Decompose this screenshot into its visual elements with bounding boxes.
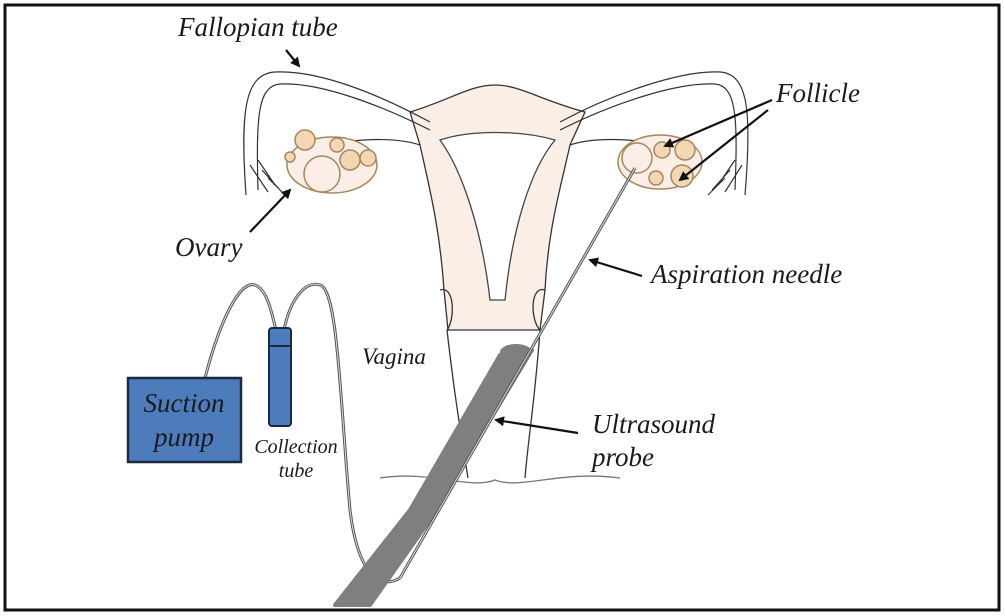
fallopian-tube-arrow [285, 49, 301, 68]
aspiration-needle [398, 167, 637, 579]
ultrasound-probe-label-1: Ultrasound [592, 409, 716, 439]
ovary-arrow [249, 188, 292, 233]
ovary-label: Ovary [175, 232, 242, 262]
follicle-arrow-2 [678, 109, 769, 182]
collection-tube-label-1: Collection [254, 436, 337, 458]
left-ovary [284, 129, 378, 194]
ultrasound-probe-arrow [494, 416, 579, 435]
fallopian-tube-label: Fallopian tube [177, 12, 338, 42]
collection-tube-label-2: tube [279, 460, 314, 482]
follicle-arrow-1 [663, 98, 773, 148]
vagina-label: Vagina [362, 344, 426, 369]
collection-tube [268, 327, 292, 427]
suction-pump-label-2: pump [152, 422, 214, 452]
suction-pump [126, 376, 243, 464]
aspiration-needle-label: Aspiration needle [649, 259, 842, 289]
suction-pump-label-1: Suction [144, 388, 225, 418]
follicle-label: Follicle [775, 78, 860, 108]
aspiration-needle-arrow [588, 257, 643, 278]
right-ovary [617, 134, 703, 190]
uterus [379, 84, 621, 484]
ultrasound-probe-label-2: probe [590, 442, 654, 472]
